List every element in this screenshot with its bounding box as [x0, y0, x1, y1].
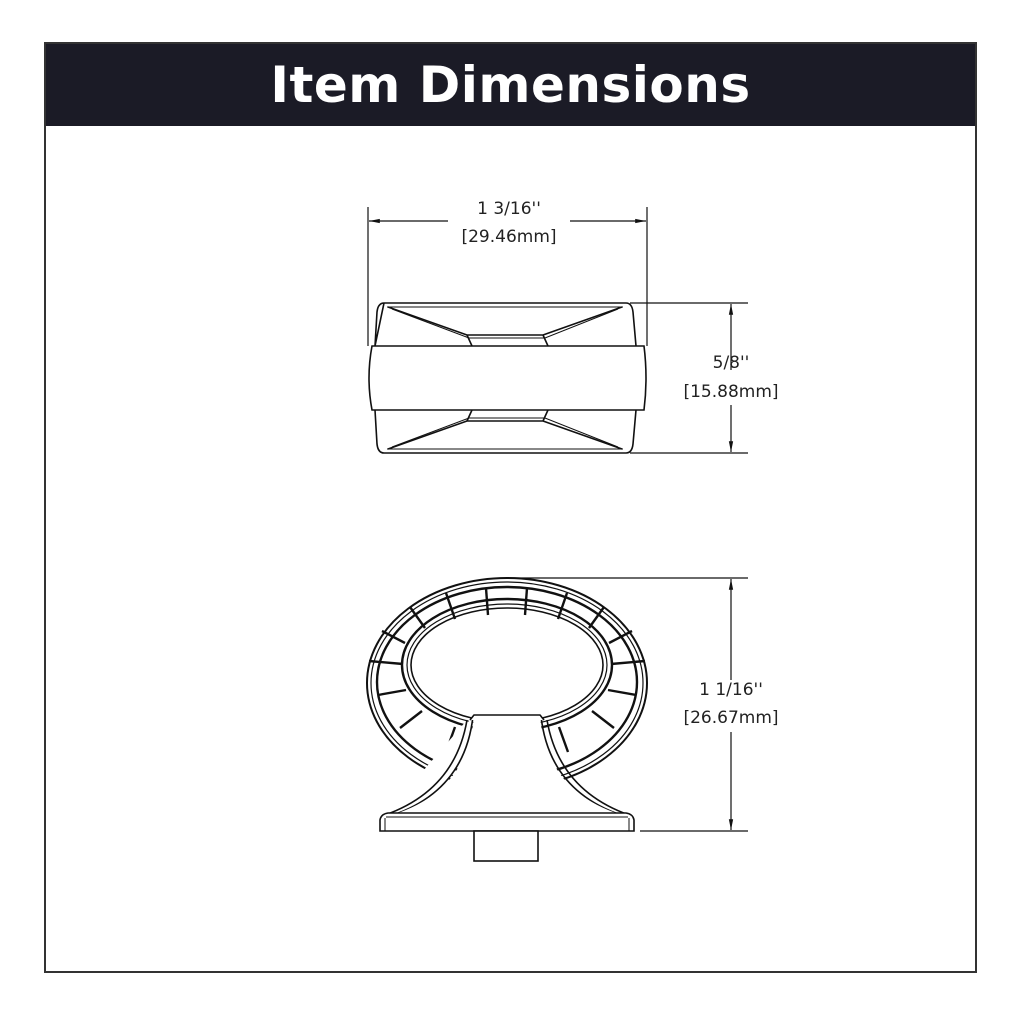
height-dimension-front [510, 577, 748, 832]
height-metric-label-front: [26.67mm] [683, 708, 778, 728]
height-dimension-top [630, 302, 748, 454]
top-view-drawing [368, 302, 647, 454]
front-view-drawing [366, 577, 648, 862]
height-imperial-label-top: 5/8'' [713, 353, 750, 373]
width-imperial-label: 1 3/16'' [477, 199, 541, 219]
height-imperial-label-front: 1 1/16'' [699, 680, 763, 700]
height-metric-label-top: [15.88mm] [683, 382, 778, 402]
width-dimension-top [367, 207, 648, 346]
header-bar: Item Dimensions [46, 44, 975, 126]
width-metric-label: [29.46mm] [461, 227, 556, 247]
page-title: Item Dimensions [270, 56, 751, 114]
